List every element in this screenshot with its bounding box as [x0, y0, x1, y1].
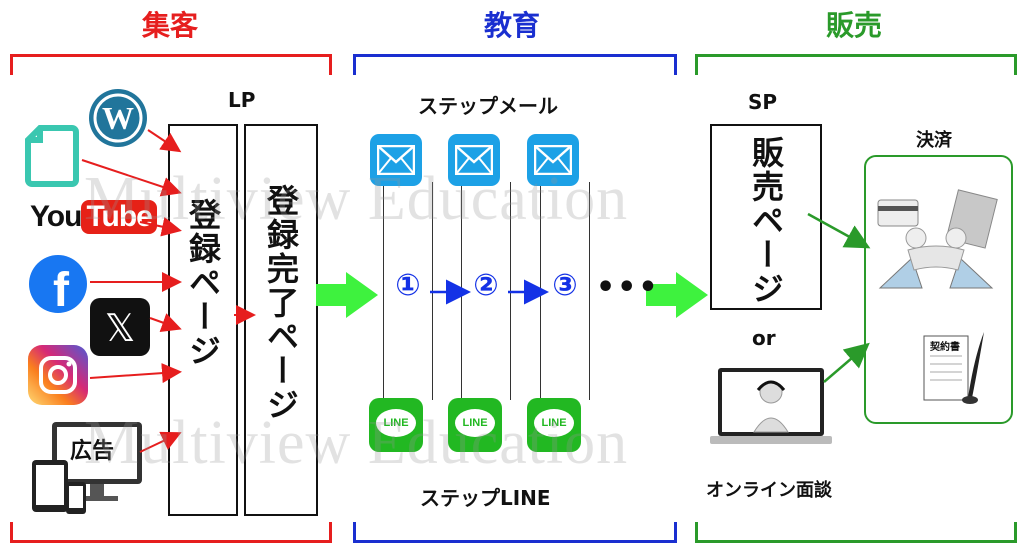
lp-label: LP	[228, 88, 256, 112]
registration-complete-page-box: 登録完了ページ	[244, 124, 318, 516]
bracket-top-sales	[695, 54, 1017, 75]
instagram-icon	[28, 345, 88, 409]
svg-text:W: W	[102, 100, 134, 136]
sp-label: SP	[748, 90, 778, 114]
section-title-sales: 販売	[825, 9, 882, 42]
registration-complete-page-text: 登録完了ページ	[262, 184, 300, 422]
document-icon	[24, 124, 80, 192]
green-arrow-to-education	[316, 272, 378, 318]
arrow-x	[149, 313, 182, 333]
bracket-bottom-education	[353, 522, 677, 543]
youtube-tube-box: Tube	[81, 200, 157, 234]
online-meeting-label: オンライン面談	[706, 480, 832, 501]
watermark-top: Multiview Education	[84, 165, 629, 233]
line-icon-1-text: LINE	[376, 409, 416, 437]
green-arrow-to-sales	[646, 272, 708, 318]
connector-line-1a	[383, 182, 384, 400]
bracket-top-education	[353, 54, 677, 75]
arrow-youtube	[139, 216, 182, 237]
arrow-document	[81, 159, 182, 197]
wordpress-icon: W	[86, 86, 150, 154]
arrow-instagram	[89, 363, 182, 384]
registration-page-text: 登録ページ	[184, 198, 222, 368]
blue-step-arrows	[430, 279, 549, 305]
line-icon-3: LINE	[527, 398, 581, 452]
line-icon-1: LINE	[369, 398, 423, 452]
step-number-2: ②	[473, 268, 499, 303]
arrow-wordpress	[147, 129, 182, 153]
bracket-bottom-acquisition	[10, 522, 332, 543]
connector-line-3b	[589, 182, 590, 400]
svg-text:𝕏: 𝕏	[105, 308, 136, 350]
or-label: or	[752, 326, 776, 350]
watermark-bottom: Multiview Education	[84, 409, 629, 477]
step-number-1: ①	[395, 268, 421, 303]
ad-label: 広告	[70, 439, 115, 464]
payment-label: 決済	[916, 130, 952, 151]
contract-illustration: 契約書	[918, 328, 988, 410]
arrow-sales-page-to-payment	[807, 212, 871, 249]
step-mail-label: ステップメール	[418, 94, 558, 118]
mail-icon-3	[527, 134, 579, 186]
step-line-label: ステップLINE	[420, 486, 551, 510]
facebook-icon: f	[28, 254, 88, 318]
mail-icon-1	[370, 134, 422, 186]
arrow-online-meeting-to-payment	[823, 342, 870, 383]
payment-box	[864, 155, 1013, 424]
contract-label: 契約書	[930, 342, 960, 353]
step-number-3: ③	[552, 268, 578, 303]
svg-text:f: f	[53, 264, 70, 314]
red-arrows	[81, 129, 256, 453]
handshake-payment-illustration	[872, 188, 1000, 312]
line-icon-2-text: LINE	[455, 409, 495, 437]
sales-page-text: 販売ページ	[747, 136, 785, 306]
youtube-you-text: You	[30, 200, 82, 233]
x-twitter-icon: 𝕏	[90, 298, 150, 360]
arrow-ad	[139, 431, 182, 453]
bracket-bottom-sales	[695, 522, 1017, 543]
bracket-top-acquisition	[10, 54, 332, 75]
online-meeting-laptop-icon	[710, 366, 832, 454]
ellipsis-dots: •••	[596, 270, 660, 305]
sales-page-box: 販売ページ	[710, 124, 822, 310]
line-icon-3-text: LINE	[534, 409, 574, 437]
line-icon-2: LINE	[448, 398, 502, 452]
section-title-acquisition: 集客	[141, 9, 198, 42]
mail-icon-2	[448, 134, 500, 186]
devices-ad-icon: 広告	[30, 416, 150, 520]
section-title-education: 教育	[483, 9, 540, 42]
